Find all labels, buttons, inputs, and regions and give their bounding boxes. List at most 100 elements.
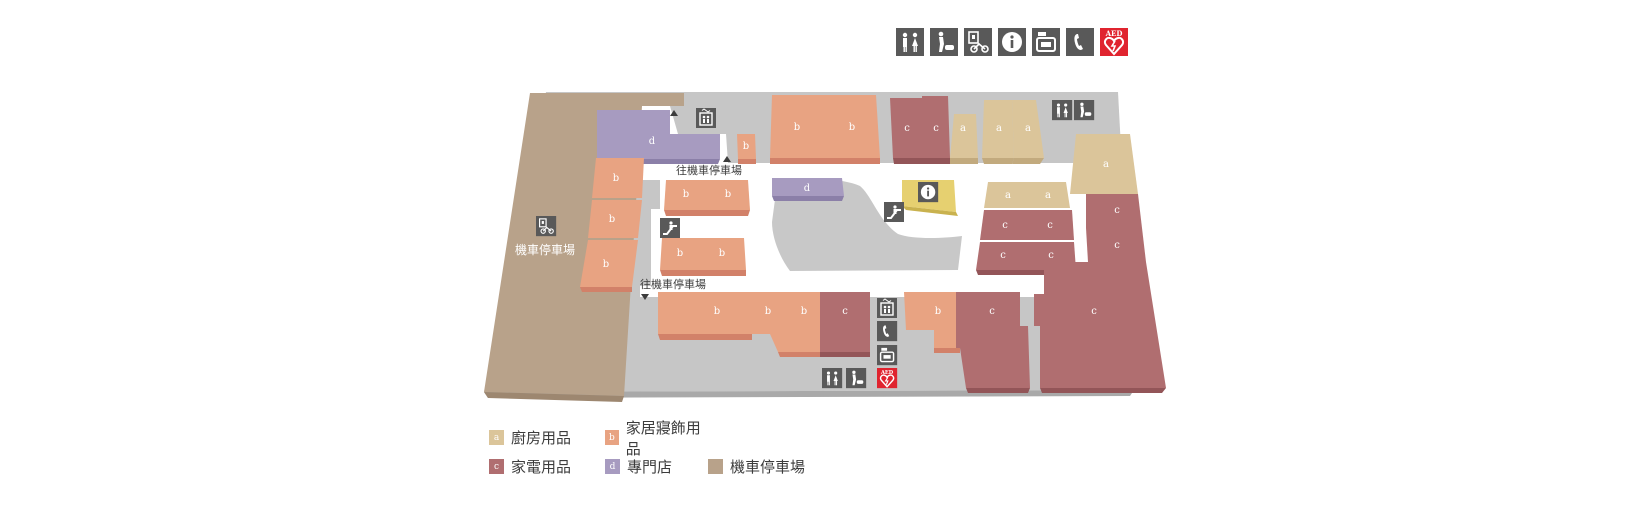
store-bb4[interactable]: b bbox=[904, 292, 960, 353]
legend-label: 家居寢飾用品 bbox=[625, 418, 701, 458]
svg-text:b: b bbox=[603, 259, 609, 270]
legend-label: 廚房用品 bbox=[511, 429, 572, 447]
store-c1[interactable]: c bbox=[890, 98, 922, 164]
svg-text:c: c bbox=[842, 306, 848, 317]
svg-text:a: a bbox=[1025, 123, 1031, 134]
legend-swatch: b bbox=[605, 430, 619, 445]
store-a6[interactable]: a bbox=[1070, 134, 1138, 194]
store-a2[interactable]: a bbox=[982, 100, 1014, 164]
svg-text:b: b bbox=[765, 306, 771, 317]
store-c8[interactable]: c bbox=[1086, 228, 1146, 262]
svg-text:d: d bbox=[649, 136, 656, 147]
svg-text:c: c bbox=[1048, 250, 1054, 261]
store-cb3[interactable]: c bbox=[1034, 262, 1166, 393]
atm-icon[interactable] bbox=[876, 344, 898, 366]
store-bb3[interactable]: b bbox=[778, 292, 820, 357]
svg-text:c: c bbox=[1047, 220, 1053, 231]
phone-icon[interactable] bbox=[877, 321, 898, 342]
svg-text:b: b bbox=[935, 306, 941, 317]
svg-text:c: c bbox=[1114, 205, 1120, 216]
svg-text:a: a bbox=[1103, 159, 1109, 170]
svg-text:b: b bbox=[609, 214, 615, 225]
legend-item-kitchen: a 廚房用品 bbox=[489, 428, 605, 447]
svg-text:b: b bbox=[725, 189, 731, 200]
store-a5[interactable]: a bbox=[1028, 182, 1070, 208]
svg-text:b: b bbox=[683, 189, 689, 200]
central-atrium bbox=[772, 179, 962, 271]
svg-text:往機車停車場: 往機車停車場 bbox=[640, 277, 706, 291]
svg-text:c: c bbox=[1002, 220, 1008, 231]
info-icon[interactable] bbox=[918, 182, 939, 203]
svg-text:c: c bbox=[933, 123, 939, 134]
store-bl1[interactable]: b bbox=[592, 158, 644, 198]
store-bm4[interactable]: b bbox=[702, 238, 746, 276]
aed-icon[interactable] bbox=[1100, 28, 1128, 56]
motorcycle-parking-label: 機車停車場 bbox=[515, 242, 575, 257]
store-a3[interactable]: a bbox=[1012, 100, 1044, 164]
legend-label: 家電用品 bbox=[511, 458, 572, 476]
facility-icon-bar bbox=[896, 28, 1128, 56]
restroom-icon[interactable] bbox=[822, 368, 843, 389]
store-bl3[interactable]: b bbox=[580, 240, 638, 292]
svg-text:b: b bbox=[743, 141, 749, 152]
store-c3[interactable]: c bbox=[980, 210, 1028, 240]
nursing-room-icon[interactable] bbox=[846, 368, 867, 389]
nursing-room-icon[interactable] bbox=[1074, 100, 1095, 121]
store-bm1[interactable]: b bbox=[664, 180, 708, 216]
map-legend: a 廚房用品 b 家居寢飾用品 c 家電用品 d 專門店 機車停車場 bbox=[489, 419, 805, 476]
store-a4[interactable]: a bbox=[984, 182, 1028, 208]
svg-text:往機車停車場: 往機車停車場 bbox=[676, 163, 742, 177]
svg-text:c: c bbox=[989, 306, 995, 317]
restroom-icon[interactable] bbox=[1052, 100, 1073, 121]
store-bl2[interactable]: b bbox=[588, 200, 642, 238]
svg-text:a: a bbox=[1045, 190, 1051, 201]
store-c5[interactable]: c bbox=[976, 242, 1028, 275]
svg-text:c: c bbox=[904, 123, 910, 134]
svg-text:b: b bbox=[794, 122, 800, 133]
svg-text:b: b bbox=[849, 122, 855, 133]
legend-item-appliance: c 家電用品 bbox=[489, 457, 605, 476]
legend-swatch: c bbox=[489, 459, 504, 474]
legend-swatch: d bbox=[605, 459, 620, 474]
escalator-icon[interactable] bbox=[883, 201, 905, 223]
svg-text:c: c bbox=[1000, 250, 1006, 261]
elevator-icon[interactable] bbox=[876, 297, 898, 319]
legend-item-specialty: d 專門店 bbox=[605, 457, 708, 476]
restroom-icon[interactable] bbox=[896, 28, 924, 56]
store-c4[interactable]: c bbox=[1028, 210, 1074, 240]
store-bm3[interactable]: b bbox=[660, 238, 702, 276]
svg-text:a: a bbox=[960, 123, 966, 134]
svg-text:a: a bbox=[996, 123, 1002, 134]
store-bm2[interactable]: b bbox=[708, 180, 750, 216]
svg-text:c: c bbox=[1091, 306, 1097, 317]
svg-text:b: b bbox=[677, 248, 683, 259]
legend-swatch bbox=[708, 459, 723, 474]
store-cb1[interactable]: c bbox=[820, 292, 870, 357]
legend-label: 專門店 bbox=[627, 458, 673, 476]
phone-icon[interactable] bbox=[1066, 28, 1094, 56]
direction-to-motorcycle-parking-top: 往機車停車場 bbox=[670, 110, 742, 177]
store-b1[interactable]: b bbox=[737, 134, 756, 164]
motorcycle-parking-icon[interactable] bbox=[964, 28, 992, 56]
store-b3[interactable]: b bbox=[826, 95, 880, 164]
store-b2[interactable]: b bbox=[770, 95, 826, 164]
svg-text:b: b bbox=[719, 248, 725, 259]
store-bb2[interactable]: b bbox=[752, 292, 784, 352]
store-c7[interactable]: c bbox=[1086, 194, 1142, 228]
store-bb1[interactable]: b bbox=[658, 292, 752, 340]
svg-text:b: b bbox=[714, 306, 720, 317]
elevator-icon[interactable] bbox=[695, 107, 717, 129]
store-cb2[interactable]: c bbox=[956, 292, 1030, 393]
info-icon[interactable] bbox=[998, 28, 1026, 56]
store-a1[interactable]: a bbox=[950, 114, 978, 164]
atm-icon[interactable] bbox=[1032, 28, 1060, 56]
svg-text:b: b bbox=[613, 173, 619, 184]
nursing-room-icon[interactable] bbox=[930, 28, 958, 56]
store-d2[interactable]: d bbox=[772, 178, 844, 201]
svg-text:d: d bbox=[804, 183, 811, 194]
escalator-icon[interactable] bbox=[659, 217, 681, 239]
aed-icon[interactable] bbox=[876, 367, 898, 389]
store-c2[interactable]: c bbox=[922, 96, 950, 164]
direction-to-motorcycle-parking-bottom: 往機車停車場 bbox=[640, 277, 706, 300]
